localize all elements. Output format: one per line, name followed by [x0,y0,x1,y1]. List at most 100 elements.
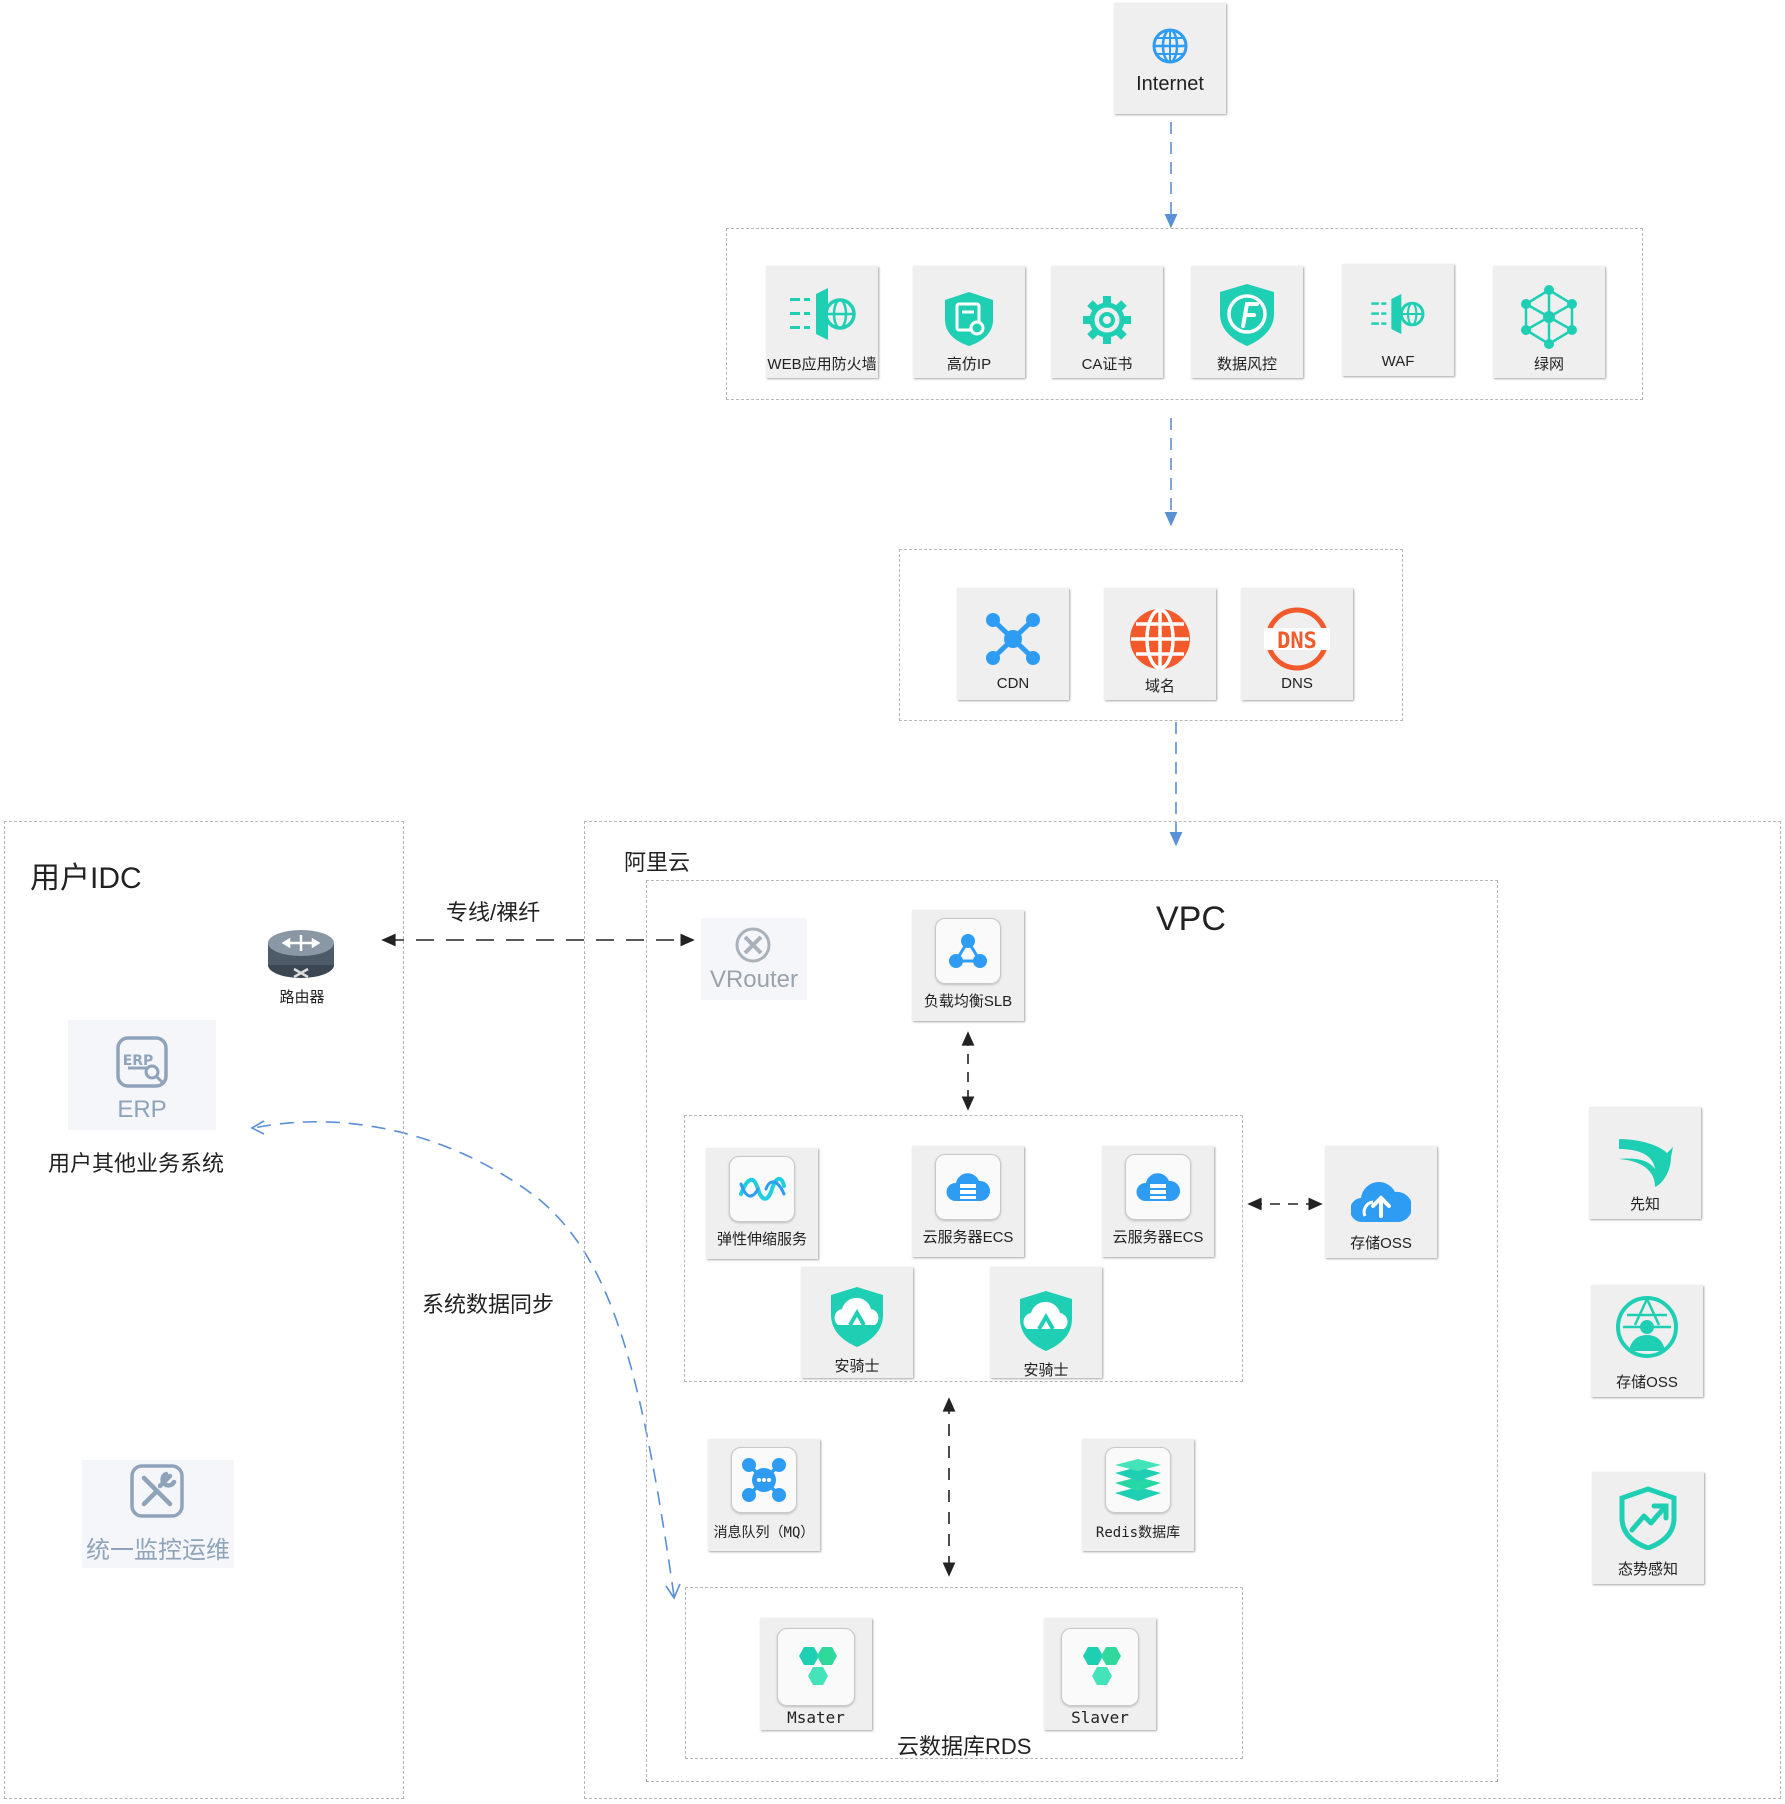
oss-node[interactable]: 存储OSS [1325,1146,1437,1258]
svg-text:ERP: ERP [123,1053,154,1069]
ca-certificate-node[interactable]: CA证书 [1051,266,1163,378]
redis-stack-icon [1115,1459,1161,1501]
unified-monitoring-label: 统一监控运维 [86,1537,230,1564]
slb-tile [935,918,1001,984]
aegis-label-1: 安骑士 [834,1358,880,1375]
anti-ddos-ip-node[interactable]: 高仿IP [913,266,1025,378]
rds-caption: 云数据库RDS [897,1734,1032,1759]
cloud-upload-icon [1351,1182,1411,1223]
tools-icon [130,1464,184,1518]
router-icon [268,930,334,979]
user-idc-title: 用户IDC [30,862,142,895]
ecs-node-2[interactable]: 云服务器ECS [1102,1146,1214,1257]
vrouter-label: VRouter [709,966,799,993]
wave-icon [739,1176,786,1201]
user-globe-icon [1616,1296,1678,1358]
data-sync-label: 系统数据同步 [422,1292,555,1317]
security-services-group [726,228,1643,400]
dns-node[interactable]: DNS DNS [1241,588,1353,700]
user-idc-container [4,821,404,1799]
cdn-icon [986,613,1040,665]
domain-node[interactable]: 域名 [1104,588,1216,700]
aliyun-title: 阿里云 [624,850,691,875]
dns-label: DNS [1281,675,1313,692]
cloud-server-icon [1136,1173,1181,1201]
xianzhi-label: 先知 [1629,1196,1660,1213]
bird-icon [1619,1139,1673,1187]
web-firewall-icon [790,288,856,340]
aegis-node-1[interactable]: 安骑士 [801,1267,913,1378]
rds-hexagon-icon [1083,1647,1121,1685]
rds-slave-tile [1061,1628,1139,1706]
cdn-node[interactable]: CDN [957,588,1069,700]
auto-scaling-tile [729,1156,795,1222]
aegis-node-2[interactable]: 安骑士 [990,1267,1102,1379]
web-firewall-label: WEB应用防火墙 [767,356,877,373]
redis-node[interactable]: Redis数据库 [1082,1439,1194,1551]
right-oss-node[interactable]: 存储OSS [1591,1285,1703,1397]
rds-master-label: Msater [787,1708,845,1727]
erp-icon: ERP [116,1036,168,1088]
waf-label: WAF [1381,353,1415,370]
leased-line-label: 专线/裸纤 [446,900,541,925]
message-queue-icon [742,1458,786,1502]
slb-node[interactable]: 负载均衡SLB [912,910,1024,1021]
router-node[interactable]: 路由器 [266,925,342,1007]
rds-hexagon-icon [799,1647,837,1685]
data-sync-arrowhead-end [665,1583,681,1600]
network-mesh-icon [1521,285,1577,349]
ecs-tile-1 [935,1154,1001,1220]
erp-text: ERP [117,1096,167,1123]
oss-label: 存储OSS [1350,1235,1412,1252]
redis-label: Redis数据库 [1095,1525,1181,1541]
compute-group [684,1115,1243,1382]
rds-slave-label: Slaver [1071,1708,1129,1727]
mq-tile [731,1447,797,1513]
load-balancer-icon [949,934,987,968]
data-sync-arrowhead-start [250,1120,265,1135]
dns-icon: DNS [1264,607,1330,671]
mq-label: 消息队列（MQ） [713,1525,815,1541]
unified-monitoring-node[interactable]: 统一监控运维 [82,1460,234,1568]
rds-master-tile [777,1628,855,1706]
web-firewall-node[interactable]: WEB应用防火墙 [766,266,878,378]
vrouter-node[interactable]: VRouter [701,918,807,1000]
rds-master-node[interactable]: Msater [760,1618,872,1730]
xianzhi-node[interactable]: 先知 [1589,1107,1701,1219]
gear-icon [1083,296,1131,344]
ecs-label-1: 云服务器ECS [922,1229,1014,1246]
f-shield-icon [1220,284,1274,346]
ecs-label-2: 云服务器ECS [1112,1229,1204,1246]
vpc-title: VPC [1156,900,1226,938]
aegis-shield-icon [1020,1291,1072,1351]
aegis-shield-icon [831,1287,883,1347]
slb-label: 负载均衡SLB [923,993,1013,1010]
green-net-label: 绿网 [1533,356,1564,373]
shield-doc-icon [945,292,993,346]
mq-node[interactable]: 消息队列（MQ） [708,1439,820,1551]
erp-node[interactable]: ERP ERP [68,1020,216,1130]
erp-caption: 用户其他业务系统 [48,1151,225,1176]
waf-node[interactable]: WAF [1342,264,1454,376]
ecs-tile-2 [1125,1154,1191,1220]
green-net-node[interactable]: 绿网 [1493,266,1605,378]
cloud-server-icon [946,1173,991,1201]
rds-slave-node[interactable]: Slaver [1044,1618,1156,1730]
aliyun-container [584,821,1781,1799]
situation-awareness-node[interactable]: 态势感知 [1592,1472,1704,1584]
domain-label: 域名 [1144,678,1175,695]
waf-icon [1371,294,1425,334]
cdn-label: CDN [996,675,1030,692]
domain-globe-icon [1130,608,1190,670]
auto-scaling-node[interactable]: 弹性伸缩服务 [706,1148,818,1259]
anti-ddos-ip-label: 高仿IP [946,356,992,373]
internet-node[interactable]: Internet [1114,3,1226,114]
data-risk-control-label: 数据风控 [1216,356,1277,373]
data-risk-control-node[interactable]: 数据风控 [1191,266,1303,378]
ca-certificate-label: CA证书 [1081,356,1133,373]
ecs-node-1[interactable]: 云服务器ECS [912,1146,1024,1257]
trend-shield-icon [1619,1486,1677,1550]
edge-services-group [899,549,1403,721]
